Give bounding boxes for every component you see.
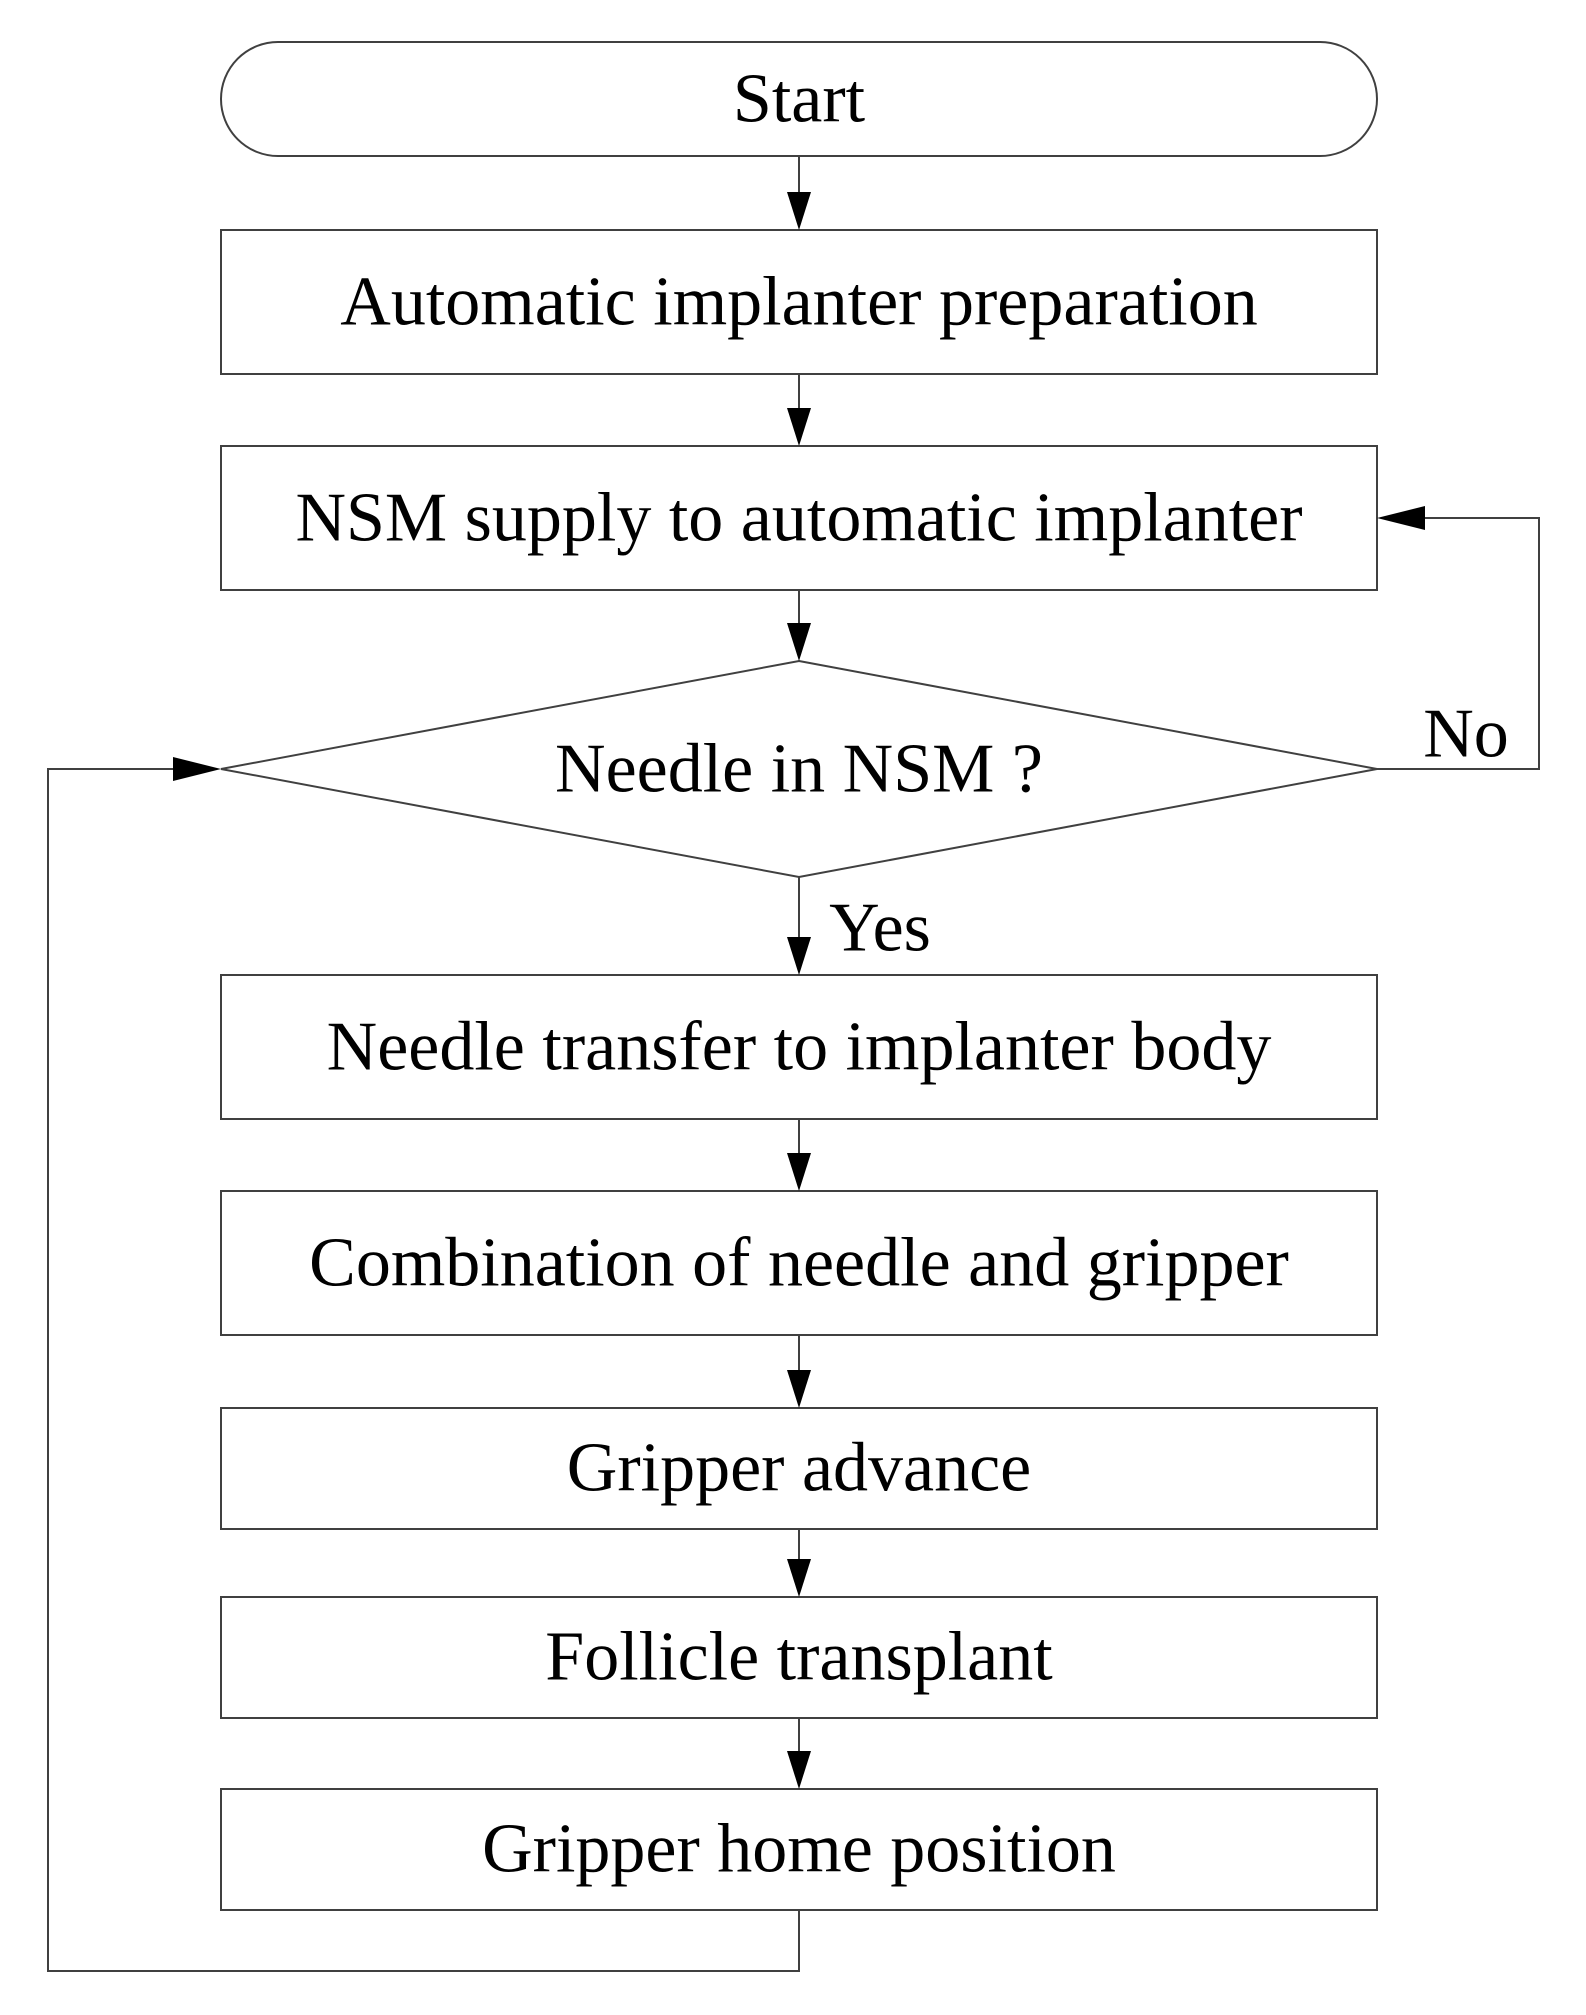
step-label: Follicle transplant — [545, 1619, 1053, 1696]
step-label: Combination of needle and gripper — [309, 1225, 1289, 1302]
connector-decision-yes — [787, 877, 811, 975]
no-branch-label: No — [1423, 696, 1509, 773]
arrowhead — [787, 1751, 811, 1789]
step-needle-transfer: Needle transfer to implanter body — [220, 974, 1378, 1120]
connector-line — [1377, 517, 1540, 770]
arrowhead — [173, 757, 221, 781]
arrowhead — [787, 623, 811, 661]
yes-branch-label: Yes — [829, 890, 931, 967]
connector-decision-no-loop — [1377, 506, 1540, 770]
step-box — [220, 229, 1378, 375]
arrowhead — [787, 192, 811, 230]
decision-question: Needle in NSM ? — [555, 731, 1043, 808]
connector-step2-to-decision — [787, 590, 811, 661]
arrowhead — [787, 1370, 811, 1408]
start-label: Start — [733, 61, 866, 138]
arrowhead — [1377, 506, 1425, 530]
step-label: Automatic implanter preparation — [340, 264, 1257, 341]
arrowhead — [787, 1153, 811, 1191]
step-label: Gripper home position — [482, 1811, 1116, 1888]
step-implanter-preparation: Automatic implanter preparation — [220, 229, 1378, 375]
step-box — [220, 1407, 1378, 1530]
connector-transfer-to-combination — [787, 1119, 811, 1191]
step-label: Gripper advance — [567, 1430, 1031, 1507]
arrowhead — [787, 408, 811, 446]
step-follicle-transplant: Follicle transplant — [220, 1596, 1378, 1719]
arrowhead — [787, 1559, 811, 1597]
connector-combination-to-advance — [787, 1335, 811, 1408]
step-needle-gripper-combination: Combination of needle and gripper — [220, 1190, 1378, 1336]
step-box — [220, 1596, 1378, 1719]
decision-needle-in-nsm: Needle in NSM ? — [220, 659, 1378, 879]
connector-home-loop-back — [47, 757, 800, 1972]
step-box — [220, 1788, 1378, 1911]
connector-advance-to-transplant — [787, 1529, 811, 1597]
connector-step1-to-step2 — [787, 374, 811, 446]
step-box — [220, 974, 1378, 1120]
step-gripper-advance: Gripper advance — [220, 1407, 1378, 1530]
connector-line — [47, 768, 800, 1972]
step-label: NSM supply to automatic implanter — [295, 480, 1302, 557]
connector-transplant-to-home — [787, 1718, 811, 1789]
connector-start-to-step1 — [787, 156, 811, 230]
step-gripper-home-position: Gripper home position — [220, 1788, 1378, 1911]
step-nsm-supply: NSM supply to automatic implanter — [220, 445, 1378, 591]
arrowhead — [787, 937, 811, 975]
step-label: Needle transfer to implanter body — [327, 1009, 1272, 1086]
start-terminal: Start — [220, 41, 1378, 157]
